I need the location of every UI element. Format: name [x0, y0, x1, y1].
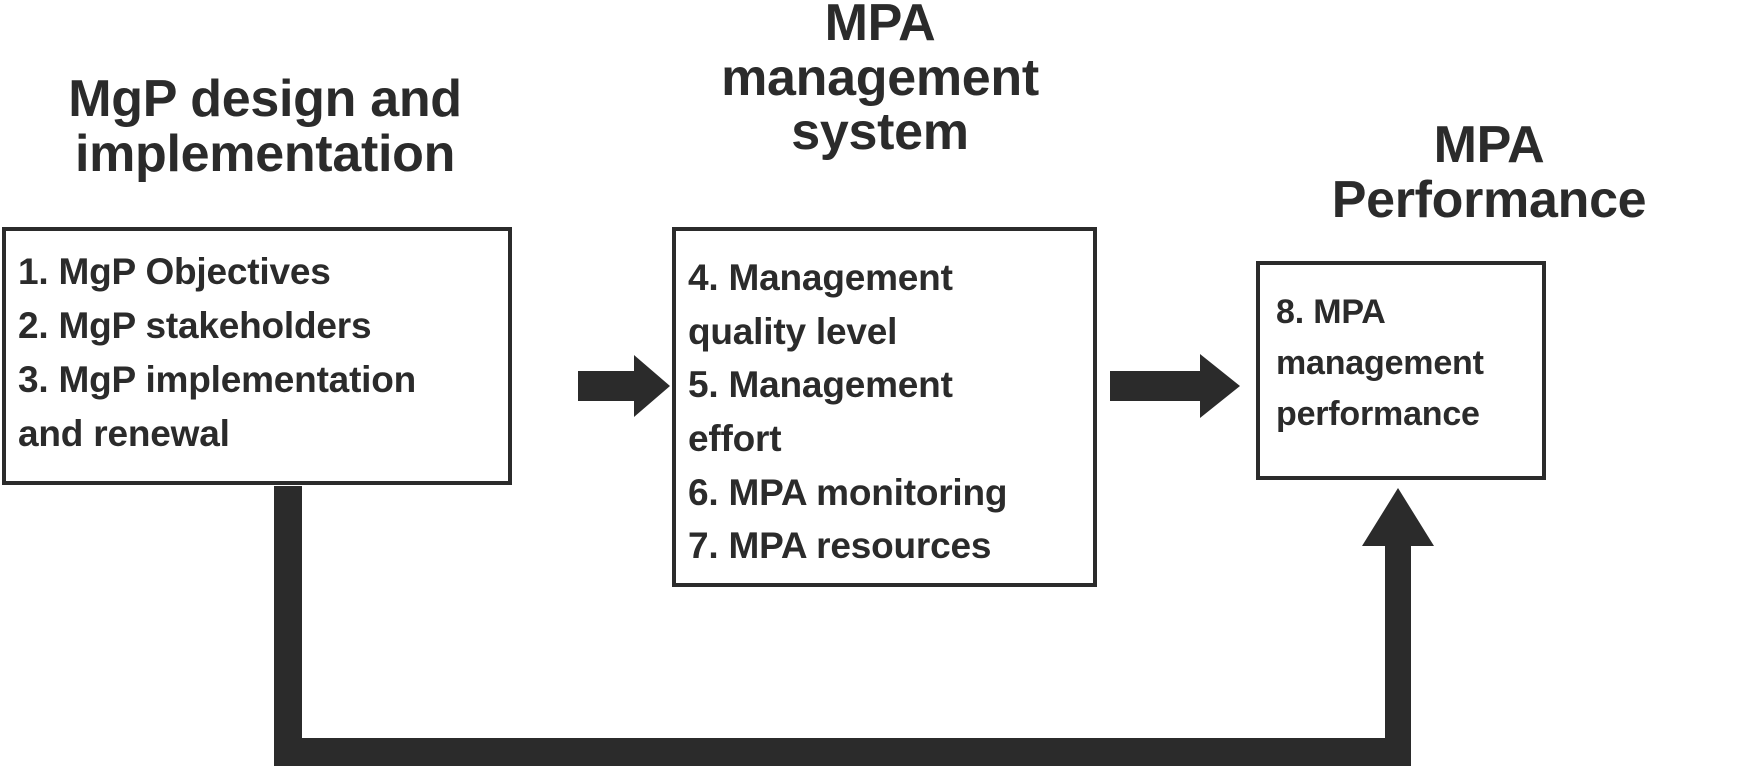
- item-list-performance: 8. MPA management performance: [1276, 287, 1532, 440]
- arrow-design-to-system-icon: [578, 355, 670, 417]
- arrow-feedback-riser-icon: [1362, 488, 1434, 766]
- item-list-design: 1. MgP Objectives 2. MgP stakeholders 3.…: [18, 245, 498, 461]
- node-box-design: 1. MgP Objectives 2. MgP stakeholders 3.…: [2, 227, 512, 485]
- list-item: 2. MgP stakeholders: [18, 305, 372, 347]
- list-item: quality level: [688, 310, 898, 352]
- item-list-management-system: 4. Management quality level 5. Managemen…: [688, 251, 1083, 573]
- list-item: effort: [688, 417, 782, 459]
- list-item: 1. MgP Objectives: [18, 251, 331, 292]
- column-heading-design: MgP design and implementation: [68, 70, 462, 183]
- column-heading-performance: MPA Performance: [1331, 116, 1647, 229]
- list-item: performance: [1276, 395, 1480, 433]
- list-item: 7. MPA resources: [688, 525, 992, 567]
- list-item: 8. MPA: [1276, 293, 1386, 331]
- list-item: management: [1276, 344, 1484, 382]
- list-item: 5. Management: [688, 364, 953, 406]
- arrow-system-to-performance-icon: [1110, 354, 1240, 418]
- list-item: 6. MPA monitoring: [688, 471, 1008, 513]
- column-heading-management-system: MPA management system: [721, 0, 1039, 162]
- list-item: and renewal: [18, 413, 230, 455]
- list-item: 4. Management: [688, 257, 953, 298]
- list-item: 3. MgP implementation: [18, 359, 417, 401]
- node-box-management-system: 4. Management quality level 5. Managemen…: [672, 227, 1097, 587]
- node-box-performance: 8. MPA management performance: [1256, 261, 1546, 480]
